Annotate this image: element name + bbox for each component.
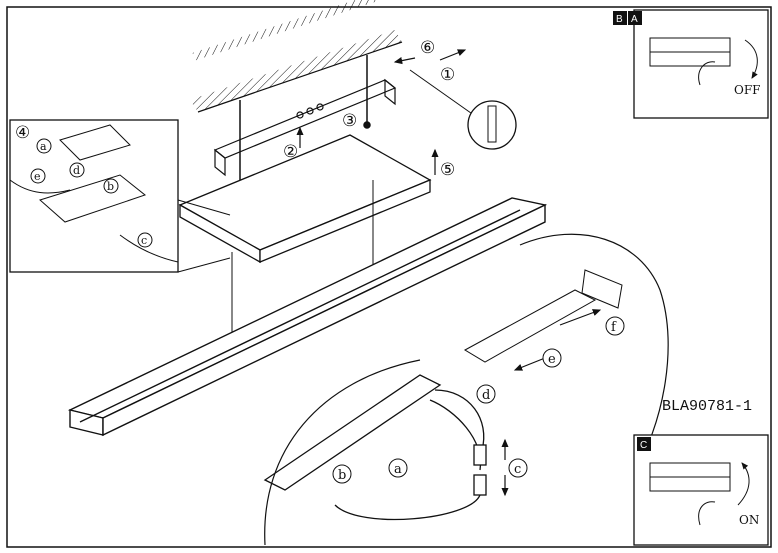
step-2-label: ②	[283, 142, 298, 162]
step-1-label: ①	[440, 65, 455, 85]
svg-text:e: e	[34, 170, 41, 183]
sub-label-d: d	[476, 384, 496, 404]
sub-label-c-inset: c	[137, 232, 153, 248]
sub-label-e-inset: e	[30, 168, 46, 184]
svg-text:a: a	[394, 462, 402, 477]
ceiling	[190, 0, 403, 113]
off-label: OFF	[734, 83, 761, 97]
badge-b: B	[616, 14, 623, 25]
outer-frame	[6, 6, 772, 548]
wall-plug-callout	[409, 69, 517, 150]
sub-label-f: f	[605, 316, 625, 336]
svg-text:c: c	[141, 234, 147, 247]
sub-label-e: e	[542, 348, 562, 368]
sub-label-a: a	[388, 458, 408, 478]
screw-right	[363, 55, 371, 129]
step-6-label: ⑥	[420, 38, 435, 58]
svg-text:d: d	[73, 164, 80, 177]
step-3-label: ③	[342, 111, 357, 131]
sub-label-d-inset: d	[69, 162, 85, 178]
svg-text:e: e	[548, 352, 556, 367]
badge-a: A	[631, 14, 638, 25]
breaker-on-panel	[633, 434, 769, 546]
suspension-wires	[231, 180, 374, 335]
step-4-label: ④	[15, 123, 30, 143]
sub-label-b: b	[332, 464, 352, 484]
luminaire-body	[67, 197, 548, 437]
cable-detail	[263, 374, 487, 521]
mounting-bracket	[213, 78, 397, 177]
svg-text:f: f	[611, 320, 617, 335]
connection-inset	[9, 119, 231, 273]
svg-text:a: a	[40, 140, 47, 153]
screw-left	[236, 100, 244, 189]
sub-label-c: c	[508, 458, 528, 478]
breaker-off-panel	[613, 9, 769, 119]
sub-label-b-inset: b	[103, 178, 119, 194]
on-label: ON	[739, 513, 759, 527]
sub-label-a-inset: a	[36, 138, 52, 154]
step-5-label: ⑤	[440, 160, 455, 180]
badge-c: C	[640, 440, 647, 451]
step-arrows	[296, 49, 602, 497]
svg-text:d: d	[482, 388, 490, 403]
detail-panel-circle	[264, 233, 669, 546]
svg-text:b: b	[107, 180, 114, 193]
svg-text:c: c	[514, 462, 521, 477]
canopy	[178, 134, 432, 264]
svg-text:b: b	[338, 468, 346, 483]
model-number: BLA90781-1	[662, 398, 752, 415]
